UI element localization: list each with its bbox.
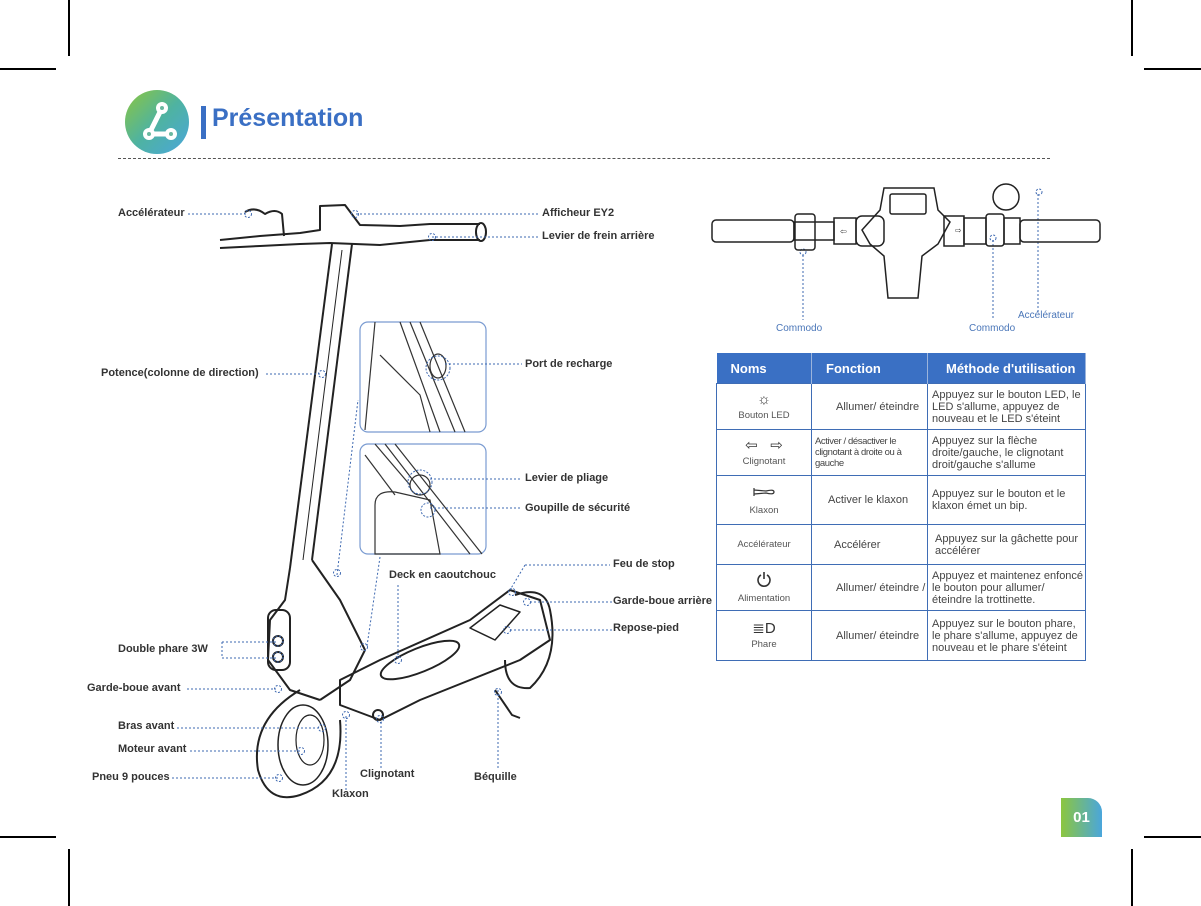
crop-mark — [0, 836, 56, 838]
row-name: Clignotant — [742, 456, 786, 467]
row-method: Appuyez et maintenez enfoncé le bouton p… — [927, 564, 1086, 611]
header-fonction: Fonction — [811, 353, 928, 384]
label-feu-stop: Feu de stop — [613, 558, 675, 570]
label-garde-boue-arriere: Garde-boue arrière — [613, 595, 713, 607]
label-potence: Potence(colonne de direction) — [101, 367, 259, 379]
row-method: Appuyez sur la gâchette pour accélérer — [927, 524, 1086, 565]
inset-charge-port — [359, 321, 487, 433]
label-bras-avant: Bras avant — [118, 720, 175, 732]
table-header-row: Noms Fonction Méthode d'utilisation — [716, 353, 1086, 384]
row-function: Allumer/ éteindre — [811, 610, 928, 661]
handlebar-top-view — [711, 183, 1101, 299]
row-function: Activer / désactiver le clignotant à dro… — [811, 429, 928, 476]
row-function: Allumer/ éteindre / — [811, 564, 928, 611]
table-row: Alimentation Allumer/ éteindre / Appuyez… — [716, 564, 1086, 611]
label-accelerateur-handlebar: Accélérateur — [1018, 310, 1075, 321]
logo — [125, 90, 189, 154]
row-name: Phare — [751, 639, 777, 650]
row-name: Bouton LED — [738, 410, 790, 421]
controls-table: Noms Fonction Méthode d'utilisation ☼ Bou… — [716, 353, 1086, 661]
arrow-left-marker: ⇦ — [840, 227, 847, 236]
label-commodo-left: Commodo — [776, 323, 823, 334]
label-repose-pied: Repose-pied — [613, 622, 680, 634]
label-moteur-avant: Moteur avant — [118, 743, 187, 755]
arrow-right-marker: ⇨ — [955, 226, 962, 235]
crop-mark — [68, 0, 70, 56]
crop-mark — [1144, 836, 1201, 838]
row-method: Appuyez sur le bouton LED, le LED s'allu… — [927, 383, 1086, 430]
headlight-icon: ≣D — [752, 620, 776, 637]
table-row: ⇦ ⇨ Clignotant Activer / désactiver le cl… — [716, 429, 1086, 476]
row-name: Alimentation — [737, 593, 791, 604]
crop-mark — [1131, 0, 1133, 56]
header-methode: Méthode d'utilisation — [927, 353, 1086, 384]
label-levier-pliage: Levier de pliage — [525, 472, 609, 484]
table-row: ≣D Phare Allumer/ éteindre Appuyez sur le… — [716, 610, 1086, 661]
led-bulb-icon: ☼ — [757, 391, 771, 408]
arrows-left-right-icon: ⇦ ⇨ — [745, 437, 783, 454]
callout-markers — [244, 188, 1043, 782]
row-method: Appuyez sur le bouton phare, le phare s'… — [927, 610, 1086, 661]
crop-mark — [1131, 849, 1133, 906]
label-afficheur: Afficheur EY2 — [542, 207, 615, 219]
row-function: Allumer/ éteindre — [811, 383, 928, 430]
crop-mark — [1144, 68, 1201, 70]
label-pneu: Pneu 9 pouces — [92, 771, 170, 783]
header-noms: Noms — [716, 353, 812, 384]
label-clignotant: Clignotant — [360, 768, 415, 780]
label-klaxon: Klaxon — [332, 788, 369, 800]
row-function: Activer le klaxon — [811, 475, 928, 525]
title-accent-bar — [201, 106, 206, 139]
power-icon — [718, 571, 810, 591]
crop-mark — [68, 849, 70, 906]
label-garde-boue-avant: Garde-boue avant — [87, 682, 181, 694]
leader-lines — [172, 194, 1039, 790]
label-commodo-right: Commodo — [969, 323, 1016, 334]
connection-nodes-icon — [143, 102, 177, 140]
scooter-drawing — [219, 204, 554, 799]
label-port-recharge: Port de recharge — [525, 358, 613, 370]
row-method: Appuyez sur le bouton et le klaxon émet … — [927, 475, 1086, 525]
horn-icon — [718, 485, 810, 503]
header-divider — [118, 158, 1050, 159]
label-accelerateur: Accélérateur — [118, 207, 185, 219]
table-row: Accélérateur Accélérer Appuyez sur la gâ… — [716, 524, 1086, 565]
table-row: ☼ Bouton LED Allumer/ éteindre Appuyez su… — [716, 383, 1086, 430]
table-row: Klaxon Activer le klaxon Appuyez sur le … — [716, 475, 1086, 525]
label-bequille: Béquille — [474, 771, 517, 783]
label-deck: Deck en caoutchouc — [389, 569, 496, 581]
page-number: 01 — [1061, 798, 1102, 837]
row-name: Accélérateur — [716, 524, 812, 565]
row-name: Klaxon — [749, 504, 779, 516]
row-function: Accélérer — [811, 524, 928, 565]
row-method: Appuyez sur la flèche droite/gauche, le … — [927, 429, 1086, 476]
label-goupille: Goupille de sécurité — [525, 502, 631, 514]
label-double-phare: Double phare 3W — [118, 643, 208, 655]
crop-mark — [0, 68, 56, 70]
label-levier-frein: Levier de frein arrière — [542, 230, 655, 242]
page-title: Présentation — [212, 104, 364, 132]
